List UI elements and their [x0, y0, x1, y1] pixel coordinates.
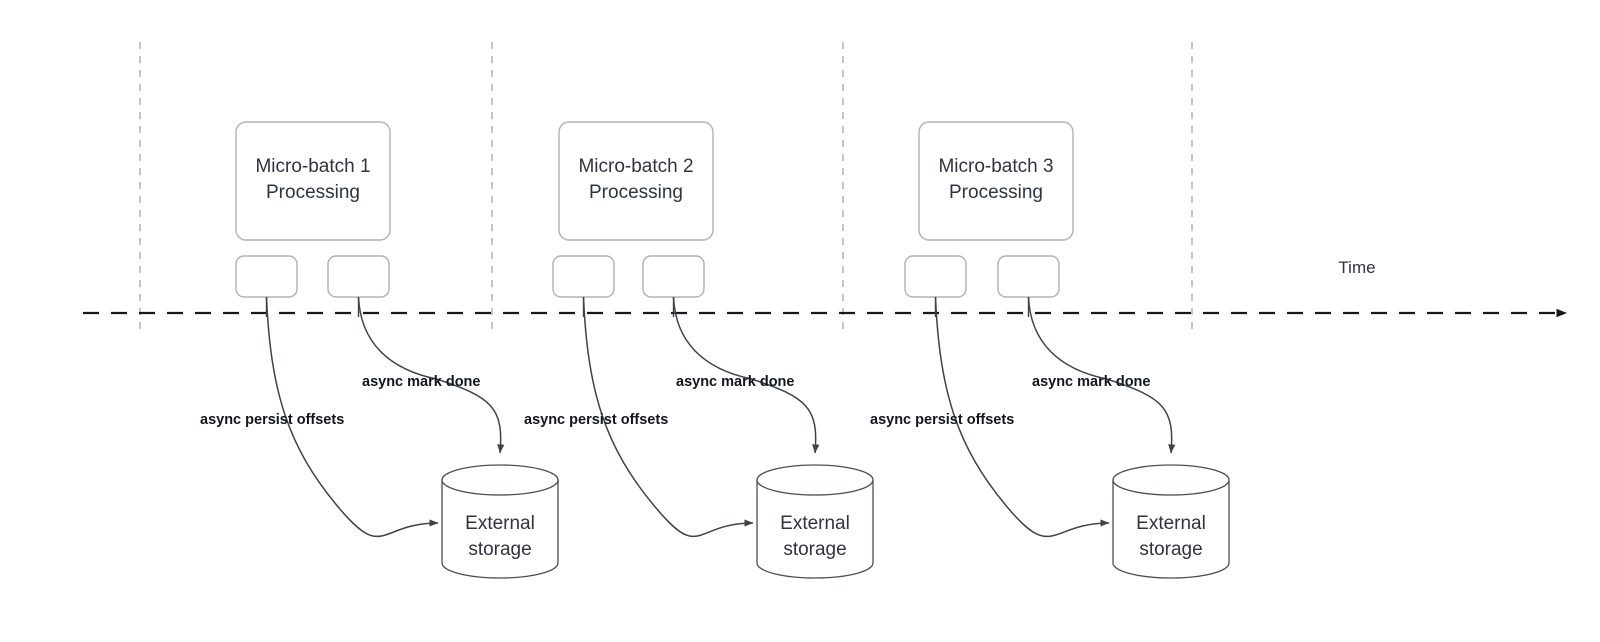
task-box-task-3a[interactable]	[904, 255, 967, 298]
edge-markdone-3	[1027, 296, 1176, 454]
edge-markdone-1	[357, 296, 505, 454]
external-storage-label-line1-1: External	[465, 513, 535, 534]
task-box-task-1a[interactable]	[235, 255, 298, 298]
edge-persist-2	[582, 296, 754, 538]
external-storage-label-line1-3: External	[1136, 513, 1206, 534]
micro-batch-label-line2-2: Processing	[589, 182, 683, 203]
edge-label-markdone-1: async mark done	[362, 374, 480, 390]
edge-persist-1	[265, 296, 439, 538]
task-box-task-3b[interactable]	[997, 255, 1060, 298]
separator-lines	[139, 42, 1193, 330]
micro-batch-label-line1-3: Micro-batch 3	[938, 156, 1053, 177]
micro-batch-label-line2-1: Processing	[266, 182, 360, 203]
edge-label-persist-2: async persist offsets	[524, 412, 668, 428]
edge-label-markdone-2: async mark done	[676, 374, 794, 390]
task-box-task-2b[interactable]	[642, 255, 705, 298]
micro-batch-box-1[interactable]	[235, 121, 391, 241]
edge-label-persist-3: async persist offsets	[870, 412, 1014, 428]
task-box-task-2a[interactable]	[552, 255, 615, 298]
micro-batch-box-2[interactable]	[558, 121, 714, 241]
edge-persist-3	[934, 296, 1110, 538]
task-box-task-1b[interactable]	[327, 255, 390, 298]
time-axis-label-text: Time	[1338, 258, 1375, 277]
edge-label-persist-1: async persist offsets	[200, 412, 344, 428]
micro-batch-label-line1-2: Micro-batch 2	[578, 156, 693, 177]
time-axis-label: Time	[1338, 258, 1375, 277]
external-storage-label-line1-2: External	[780, 513, 850, 534]
external-storage-label-line2-3: storage	[1139, 539, 1202, 560]
external-storage-label-line2-2: storage	[783, 539, 846, 560]
external-storage-label-line2-1: storage	[468, 539, 531, 560]
edge-label-markdone-3: async mark done	[1032, 374, 1150, 390]
edge-markdone-2	[672, 296, 820, 454]
micro-batch-label-line1-1: Micro-batch 1	[255, 156, 370, 177]
external-storage-cylinder-top-3	[1112, 479, 1230, 496]
micro-batch-box-3[interactable]	[918, 121, 1074, 241]
micro-batch-label-line2-3: Processing	[949, 182, 1043, 203]
external-storage-cylinder-top-2	[756, 479, 874, 496]
external-storage-cylinder-top-1	[441, 479, 559, 496]
